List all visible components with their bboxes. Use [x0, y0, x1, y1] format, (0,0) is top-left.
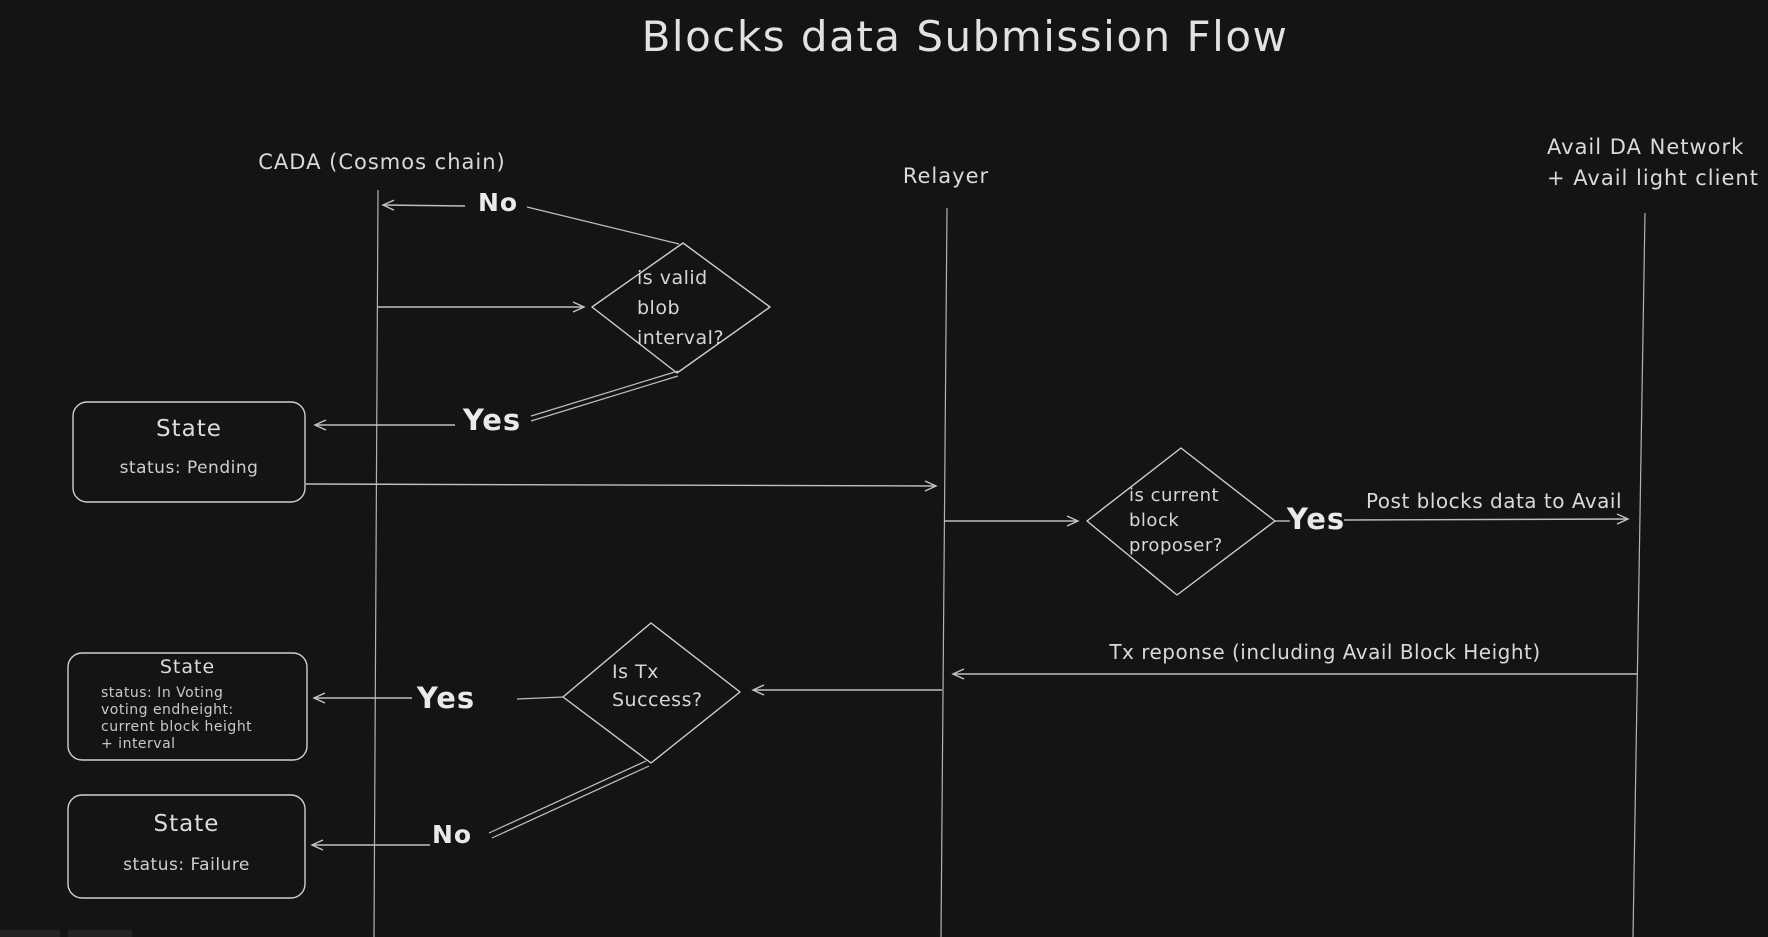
yes-blob-diagonal-b — [530, 375, 679, 422]
failure-state-status: status: Failure — [123, 855, 250, 875]
lane-label-avail: Avail DA Network + Avail light client — [1547, 132, 1759, 194]
edge-label-post-blocks: Post blocks data to Avail — [1365, 489, 1623, 513]
in-voting-line1: status: In Voting — [101, 685, 224, 701]
in-voting-state-box — [67, 652, 308, 761]
valid-blob-line1: is valid — [637, 267, 708, 289]
edge-label-yes-blob: Yes — [462, 403, 522, 437]
tx-success-line2: Success? — [612, 689, 703, 711]
failure-state-box — [67, 794, 306, 899]
failure-state-title: State — [153, 811, 220, 837]
lane-label-avail-line2: + Avail light client — [1547, 166, 1759, 190]
lane-label-cada: CADA (Cosmos chain) — [258, 150, 506, 174]
lane-label-relayer: Relayer — [902, 164, 990, 188]
pending-state-status: status: Pending — [119, 458, 259, 478]
in-voting-state-title: State — [159, 656, 216, 678]
in-voting-line3: current block height — [101, 719, 253, 735]
no-tx-diagonal-a — [488, 760, 647, 834]
no-tx-diagonal-b — [491, 765, 650, 839]
pending-state-box — [72, 401, 306, 503]
proposer-line2: block — [1129, 510, 1180, 531]
proposer-line3: proposer? — [1129, 535, 1223, 556]
valid-blob-diamond-text: is valid blob interval? — [637, 263, 724, 353]
edge-label-no-top: No — [477, 188, 519, 217]
valid-blob-line3: interval? — [637, 327, 725, 349]
in-voting-line2: voting endheight: — [101, 702, 234, 718]
bottom-left-remnant-2 — [68, 930, 132, 937]
relayer-lifeline — [940, 207, 948, 937]
cada-lifeline — [373, 189, 379, 937]
yes-blob-diagonal-a — [530, 370, 679, 417]
valid-blob-line2: blob — [637, 297, 681, 319]
proposer-line1: is current — [1129, 485, 1220, 506]
edge-label-yes-tx: Yes — [416, 681, 476, 715]
no-return-arrow — [381, 199, 466, 211]
no-return-diagonal — [526, 206, 680, 245]
diagram-title: Blocks data Submission Flow — [641, 12, 1289, 61]
edge-label-yes-proposer: Yes — [1286, 502, 1346, 536]
bottom-left-remnant-1 — [0, 930, 60, 937]
yes-tx-stub — [516, 696, 564, 700]
in-voting-line4: + interval — [101, 736, 176, 752]
valid-blob-diamond — [591, 242, 771, 374]
tx-success-diamond-text: Is Tx Success? — [612, 658, 703, 714]
pending-state-title: State — [156, 416, 222, 442]
tx-success-diamond — [562, 622, 741, 764]
avail-lifeline — [1632, 212, 1646, 937]
proposer-diamond-text: is current block proposer? — [1129, 483, 1223, 558]
edge-label-tx-response: Tx reponse (including Avail Block Height… — [1109, 640, 1541, 664]
post-blocks-arrow — [1343, 513, 1630, 525]
edge-label-no-tx: No — [431, 820, 473, 849]
pending-to-relayer-arrow — [305, 480, 938, 492]
in-voting-state-lines: status: In Voting voting endheight: curr… — [101, 685, 252, 753]
tx-success-line1: Is Tx — [612, 661, 659, 683]
lane-label-avail-line1: Avail DA Network — [1547, 135, 1745, 159]
